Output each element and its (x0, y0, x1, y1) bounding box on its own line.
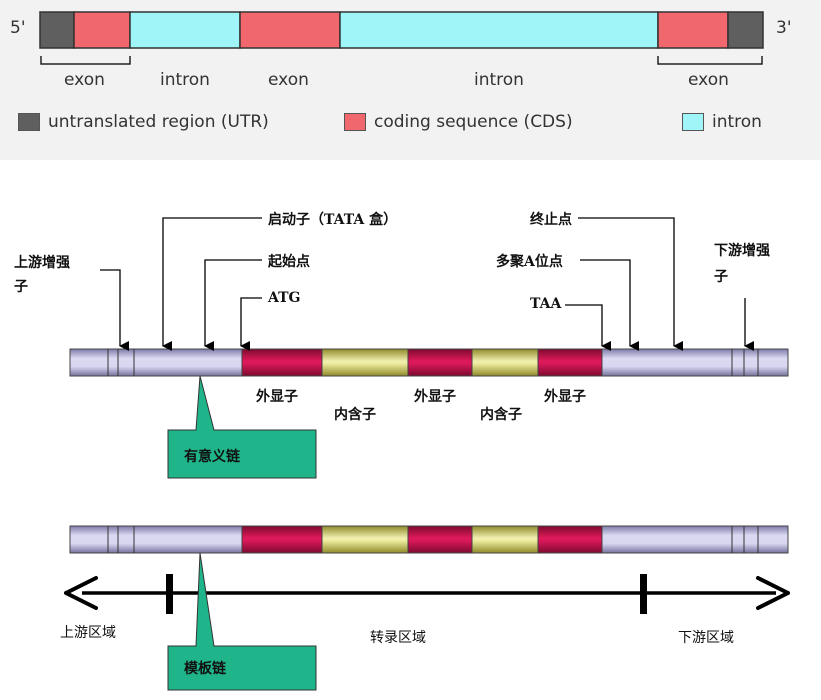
strand-1 (69, 348, 789, 377)
sense-strand-label: 有意义链 (184, 449, 240, 465)
downstream-enhancer-label-1: 下游增强 (714, 243, 770, 259)
exon-label-1: exon (64, 70, 105, 90)
exon-label-3: exon (688, 70, 729, 90)
cds-segment-3 (657, 11, 729, 49)
arrow-start-site (204, 259, 262, 351)
pointer-arrows (100, 217, 754, 351)
strand2-intron-1 (321, 525, 409, 554)
upstream-region-label: 上游区域 (60, 625, 116, 641)
exon-bracket-left (40, 56, 131, 65)
strand-2 (69, 525, 789, 554)
intron-segment-2 (339, 11, 659, 49)
three-prime-label: 3' (776, 18, 792, 38)
axis-tick-left (166, 574, 173, 614)
cds-segment-1 (73, 11, 131, 49)
downstream-enhancer-label-2: 子 (714, 269, 728, 285)
legend-swatch-utr (18, 113, 40, 131)
strand1-exon-3 (537, 348, 603, 377)
legend-label-cds: coding sequence (CDS) (374, 112, 573, 132)
template-strand-callout (167, 552, 317, 691)
arrow-taa (565, 304, 611, 351)
sense-strand-callout (167, 375, 317, 479)
intron-cn-label-1: 内含子 (334, 407, 376, 423)
cds-segment-2 (239, 11, 341, 49)
promoter-label: 启动子（TATA 盒） (268, 212, 398, 228)
strand2-exon-1 (241, 525, 323, 554)
axis-tick-right (640, 574, 647, 614)
intron-segment-1 (129, 11, 241, 49)
strand2-intron-2 (471, 525, 539, 554)
legend-label-intron: intron (712, 112, 762, 132)
upstream-enhancer-label-2: 子 (14, 279, 28, 295)
intron-label-2: intron (474, 70, 524, 90)
region-axis (64, 574, 790, 614)
axis-arrow-left (64, 576, 98, 610)
exon-cn-label-3: 外显子 (544, 389, 586, 405)
utr-segment-5 (39, 11, 75, 49)
legend-label-utr: untranslated region (UTR) (48, 112, 269, 132)
axis-arrow-right (756, 576, 790, 610)
legend-swatch-cds (344, 113, 366, 131)
legend-swatch-intron (682, 113, 704, 131)
strand2-exon-2 (407, 525, 473, 554)
intron-cn-label-2: 内含子 (480, 407, 522, 423)
five-prime-label: 5' (10, 18, 26, 38)
arrow-stop-site (578, 217, 683, 351)
strand1-exon-2 (407, 348, 473, 377)
arrow-upstream-enhancer (100, 269, 129, 351)
strand1-intron-2 (471, 348, 539, 377)
utr-segment-3 (727, 11, 764, 49)
exon-bracket-right (657, 56, 763, 65)
arrow-promoter (162, 217, 262, 351)
atg-label: ATG (268, 290, 301, 306)
top-gene-bar (39, 11, 764, 49)
stop-site-label: 终止点 (530, 212, 572, 228)
transcribed-region-label: 转录区域 (370, 630, 426, 646)
arrow-atg (240, 297, 262, 351)
taa-label: TAA (530, 296, 562, 312)
template-strand-label: 模板链 (184, 661, 226, 677)
strand1-intron-1 (321, 348, 409, 377)
strand2-exon-3 (537, 525, 603, 554)
downstream-region-label: 下游区域 (678, 630, 734, 646)
upstream-enhancer-label-1: 上游增强 (14, 255, 70, 271)
intron-label-1: intron (160, 70, 210, 90)
exon-label-2: exon (268, 70, 309, 90)
arrow-polya (580, 259, 639, 351)
start-site-label: 起始点 (268, 254, 310, 270)
exon-cn-label-2: 外显子 (414, 389, 456, 405)
exon-cn-label-1: 外显子 (256, 389, 298, 405)
polya-label: 多聚A位点 (496, 254, 563, 270)
strand1-exon-1 (241, 348, 323, 377)
